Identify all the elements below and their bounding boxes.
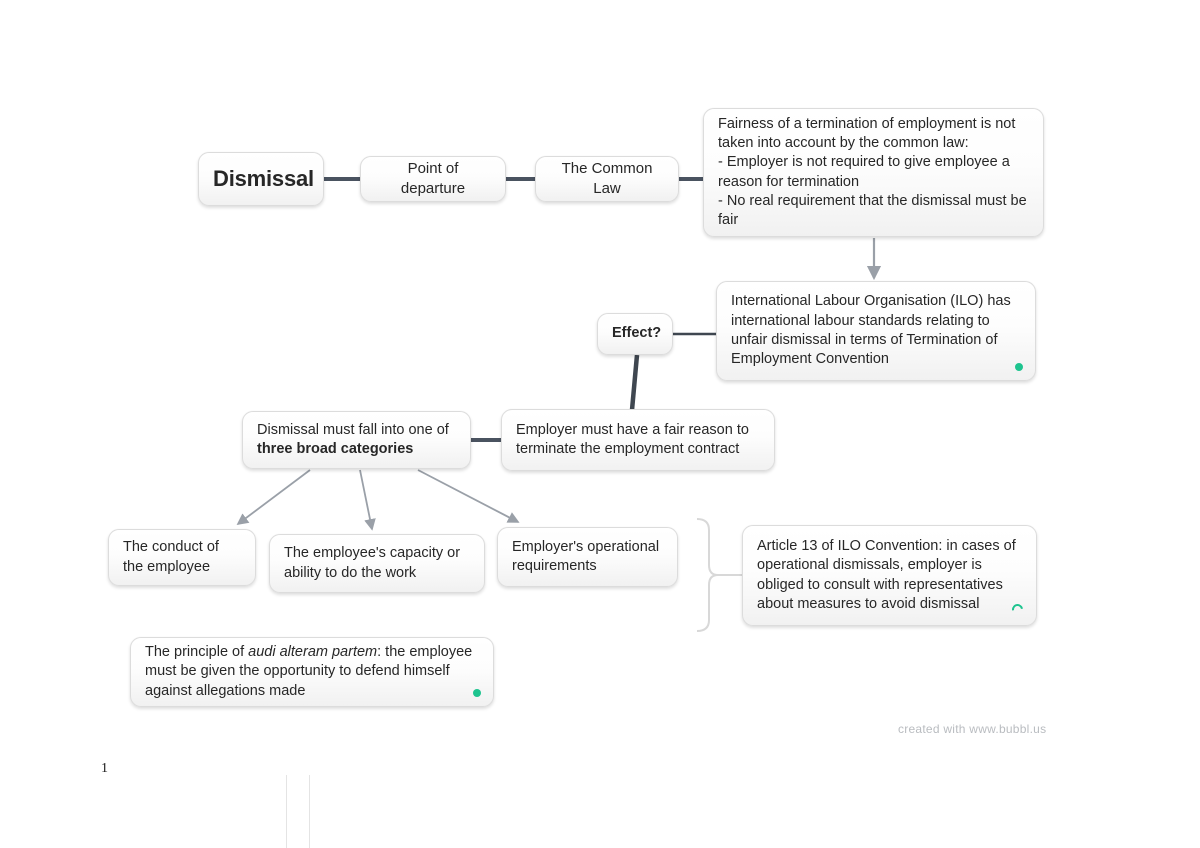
node-fair-reason-to-terminate[interactable]: Employer must have a fair reason to term… xyxy=(501,409,775,471)
node-categories-line1: Dismissal must fall into one of xyxy=(257,421,449,438)
node-article-13-ilo-convention[interactable]: Article 13 of ILO Convention: in cases o… xyxy=(742,525,1037,626)
node-operational-requirements-label: Employer's operational requirements xyxy=(512,538,660,574)
bubblus-watermark: created with www.bubbl.us xyxy=(898,722,1047,736)
node-effect-label: Effect? xyxy=(612,325,662,342)
node-ilo-standards-label: International Labour Organisation (ILO) … xyxy=(731,293,1011,368)
status-dot-icon xyxy=(1015,363,1023,371)
node-three-broad-categories[interactable]: Dismissal must fall into one of three br… xyxy=(242,411,471,469)
edge-categories-to-operational xyxy=(417,469,520,523)
page-edge-artifact-right xyxy=(309,775,310,848)
node-conduct-of-employee-label: The conduct of the employee xyxy=(123,539,219,575)
node-the-common-law-label: The Common Law xyxy=(561,160,653,197)
status-dot-icon xyxy=(473,689,481,697)
node-article-13-ilo-convention-label: Article 13 of ILO Convention: in cases o… xyxy=(757,537,1016,612)
node-fair-reason-to-terminate-label: Employer must have a fair reason to term… xyxy=(516,421,749,457)
node-dismissal-label: Dismissal xyxy=(213,166,314,192)
node-the-common-law[interactable]: The Common Law xyxy=(535,156,679,202)
node-audi-italic-phrase: audi alteram partem xyxy=(248,644,378,661)
node-audi-alteram-partem[interactable]: The principle of audi alteram partem: th… xyxy=(130,637,494,707)
page-edge-artifact-left xyxy=(286,775,287,848)
node-audi-prefix: The principle of xyxy=(145,644,249,661)
node-fairness-common-law-label: Fairness of a termination of employment … xyxy=(718,115,1027,229)
node-employee-capacity-label: The employee's capacity or ability to do… xyxy=(284,545,461,581)
node-conduct-of-employee[interactable]: The conduct of the employee xyxy=(108,529,256,586)
edge-bracket-operational-to-article13 xyxy=(696,518,719,632)
node-effect[interactable]: Effect? xyxy=(597,313,673,355)
node-audi-alteram-partem-text: The principle of audi alteram partem: th… xyxy=(145,643,479,701)
node-point-of-departure[interactable]: Point of departure xyxy=(360,156,506,202)
node-employee-capacity[interactable]: The employee's capacity or ability to do… xyxy=(269,534,485,593)
node-audi-suffix: : the employee must be given the opportu… xyxy=(145,644,473,699)
node-operational-requirements[interactable]: Employer's operational requirements xyxy=(497,527,678,587)
node-fairness-common-law[interactable]: Fairness of a termination of employment … xyxy=(703,108,1044,237)
node-three-broad-categories-text: Dismissal must fall into one of three br… xyxy=(257,421,456,460)
page-number: 1 xyxy=(101,761,108,776)
node-ilo-standards[interactable]: International Labour Organisation (ILO) … xyxy=(716,281,1036,381)
edge-categories-to-conduct xyxy=(236,469,311,526)
node-point-of-departure-label: Point of departure xyxy=(400,160,466,197)
node-dismissal[interactable]: Dismissal xyxy=(198,152,324,206)
node-categories-line2: three broad categories xyxy=(257,441,414,457)
edge-effect-down xyxy=(629,354,640,411)
edge-categories-to-capacity xyxy=(359,469,376,531)
